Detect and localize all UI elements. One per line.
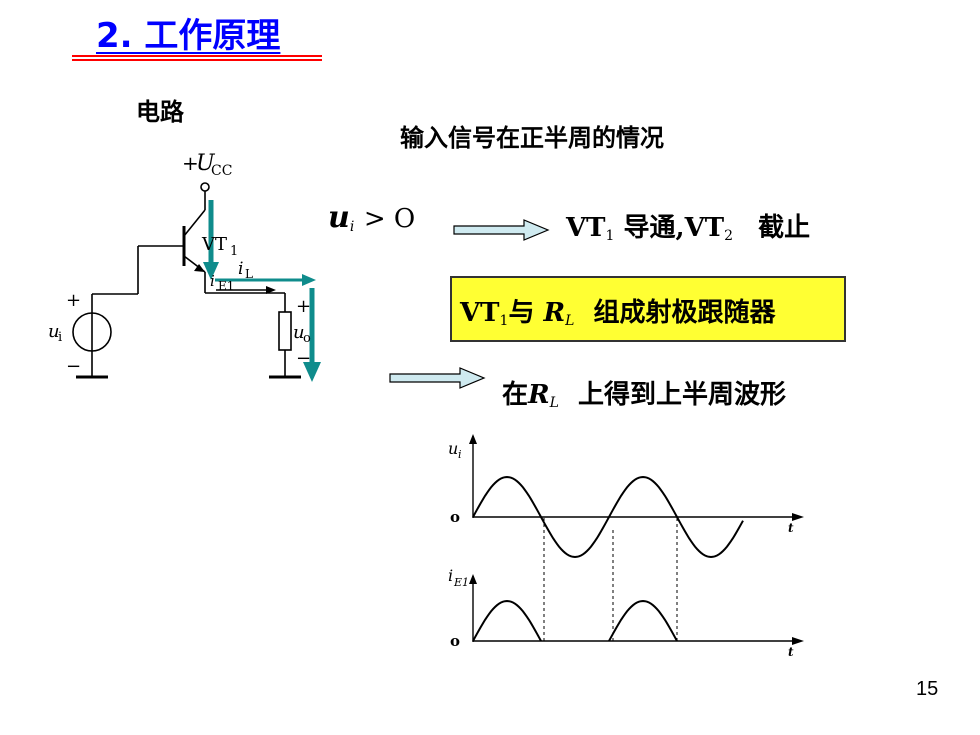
page-number: 15 [916, 678, 939, 700]
condition-var-sub: i [349, 219, 355, 235]
top-label-sub: i [458, 448, 462, 461]
arrow-result [389, 367, 486, 389]
supply-sub-label: CC [211, 163, 232, 179]
bottom-label-sub: E1 [453, 576, 469, 589]
result-off: 截止 [758, 213, 811, 243]
in-sub-label: i [58, 330, 62, 345]
result-vt2-sub: 2 [724, 228, 734, 244]
circuit-label: 电路 [136, 98, 184, 126]
current-right-arrow-icon [302, 274, 316, 286]
ie-sub-label: E1 [218, 279, 234, 293]
in-minus-label: − [66, 356, 81, 377]
ef-r-sub: L [565, 313, 575, 329]
condition-expression: ui > O [328, 200, 415, 235]
supply-u-label: U [196, 151, 216, 176]
top-y-arrow-icon [469, 434, 477, 444]
transistor-collector [183, 209, 206, 237]
title-rule-bottom [72, 59, 322, 61]
emitter-follower-box [450, 276, 846, 342]
out-u-label: u [293, 322, 305, 343]
vt-label: VT [201, 234, 227, 255]
subheading: 输入信号在正半周的情况 [400, 124, 664, 152]
condition-relation: > O [363, 204, 416, 234]
result-on: 导通 [623, 213, 676, 243]
ie-arrow-head [266, 286, 276, 294]
top-origin: o [450, 508, 460, 526]
top-t-label: t [788, 521, 794, 535]
ef-text: 组成射极跟随器 [593, 298, 776, 328]
bottom-label: i [448, 566, 453, 585]
vt-sub-label: 1 [230, 244, 238, 259]
emitter-follower-circuit: + U CC VT 1 i E1 i L + − u i + − u o [48, 151, 321, 382]
input-sine-wave [472, 475, 744, 559]
result-r: R [528, 380, 550, 410]
result-r-sub: L [549, 395, 559, 411]
result-pre: 在 [502, 380, 529, 410]
out-plus-label: + [296, 296, 311, 317]
load-resistor [278, 311, 292, 351]
current-load-arrow-icon [303, 362, 321, 382]
emitter-follower-text: VT1与 RL 组成射极跟随器 [460, 292, 776, 329]
condition-result: VT1 导通,VT2 截止 [566, 207, 810, 244]
out-sub-label: o [303, 331, 311, 346]
out-minus-label: − [296, 348, 311, 369]
result-text: 上得到上半周波形 [577, 380, 786, 410]
ef-vt-sub: 1 [499, 313, 509, 329]
result-vt1: VT [566, 213, 606, 243]
result-vt1-sub: 1 [605, 228, 615, 244]
il-label: i [238, 259, 243, 279]
ie-label: i [210, 272, 215, 290]
condition-var: u [328, 200, 350, 235]
ef-r: R [543, 298, 566, 328]
title-rule-top [72, 55, 322, 57]
emitter-current-wave [472, 599, 678, 642]
in-plus-label: + [66, 290, 81, 311]
bottom-x-arrow-icon [792, 637, 804, 645]
top-x-arrow-icon [792, 513, 804, 521]
bottom-t-label: t [788, 645, 794, 659]
result-line: 在RL 上得到上半周波形 [502, 374, 786, 411]
arrow-condition [453, 219, 550, 241]
bottom-y-arrow-icon [469, 574, 477, 584]
current-path [203, 200, 321, 382]
result-sep: , [675, 213, 685, 243]
ef-with: 与 [508, 298, 535, 328]
ef-vt: VT [460, 298, 500, 328]
result-vt2: VT [684, 213, 725, 243]
supply-terminal [200, 182, 210, 192]
current-down-arrow-icon [203, 262, 219, 280]
bottom-origin: o [450, 632, 460, 650]
waveform-plot: u i i E1 o o t t [448, 434, 804, 659]
top-label: u [448, 439, 458, 458]
il-sub-label: L [245, 267, 253, 281]
slide-title: 2. 工作原理 [96, 16, 281, 56]
supply-plus-label: + [182, 151, 199, 175]
in-u-label: u [48, 321, 60, 342]
emitter-arrow-head [194, 264, 205, 272]
